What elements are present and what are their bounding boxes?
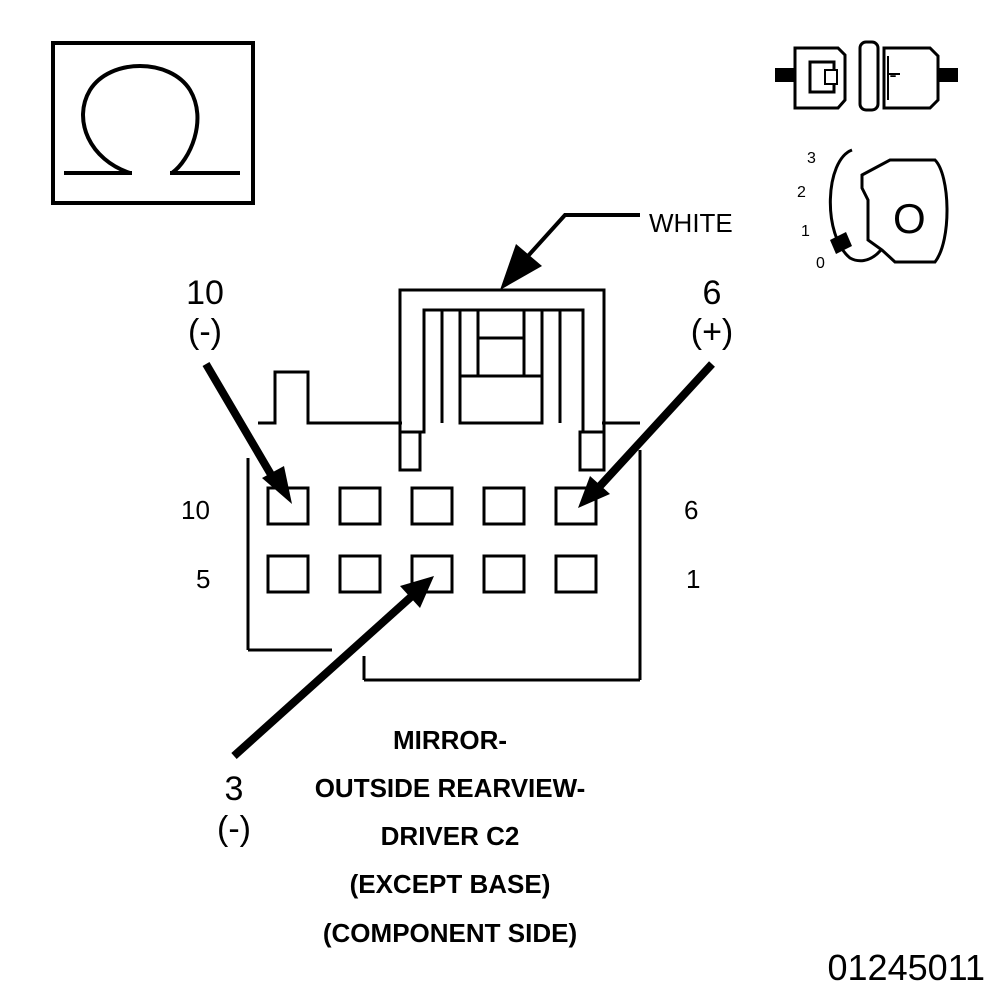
caption-line-4: (EXCEPT BASE) [350, 869, 551, 899]
cavity-8 [410, 486, 454, 526]
cavity-2 [482, 554, 526, 594]
cavity-row-top [266, 486, 598, 526]
row-label-10: 10 [181, 495, 210, 525]
caption-line-1: MIRROR- [393, 725, 507, 755]
pin3-number: 3 [225, 770, 244, 808]
caption-line-3: DRIVER C2 [381, 821, 520, 851]
cavity-7 [482, 486, 526, 526]
pin6-callout-arrow [578, 361, 715, 508]
ignition-position-2: 2 [797, 184, 806, 201]
ignition-position-0: 0 [816, 255, 825, 272]
ignition-position-3: 3 [807, 150, 816, 167]
caption-line-2: OUTSIDE REARVIEW- [315, 773, 586, 803]
pin6-polarity: (+) [691, 313, 734, 351]
row-label-1: 1 [686, 564, 700, 594]
connector-caption: MIRROR- OUTSIDE REARVIEW- DRIVER C2 (EXC… [315, 725, 586, 948]
figure-code: 01245011 [828, 947, 986, 988]
cavity-5 [266, 554, 310, 594]
cavity-row-bottom [266, 554, 598, 594]
connector-status-label: - [889, 62, 896, 87]
connector-color-label: WHITE [649, 208, 733, 238]
pin6-number: 6 [703, 274, 722, 312]
pin3-polarity: (-) [217, 810, 251, 848]
caption-line-5: (COMPONENT SIDE) [323, 918, 577, 948]
white-callout-arrow [500, 213, 640, 290]
row-label-5: 5 [196, 564, 210, 594]
pin10-polarity: (-) [188, 313, 222, 351]
row-label-6: 6 [684, 495, 698, 525]
pin10-callout-arrow [202, 361, 292, 504]
pin10-number: 10 [186, 274, 224, 312]
disconnected-connector-icon [775, 40, 958, 112]
ignition-switch-icon: 3 2 1 0 O [797, 148, 949, 272]
ohmmeter-symbol [51, 41, 255, 205]
ignition-position-1: 1 [801, 223, 810, 240]
connector-body [246, 370, 642, 682]
cavity-1 [554, 554, 598, 594]
ignition-key-label: O [893, 195, 926, 242]
ohm-icon [64, 64, 240, 175]
connector-lock [398, 288, 606, 472]
pin3-callout-arrow [231, 576, 434, 759]
cavity-4 [338, 554, 382, 594]
cavity-9 [338, 486, 382, 526]
